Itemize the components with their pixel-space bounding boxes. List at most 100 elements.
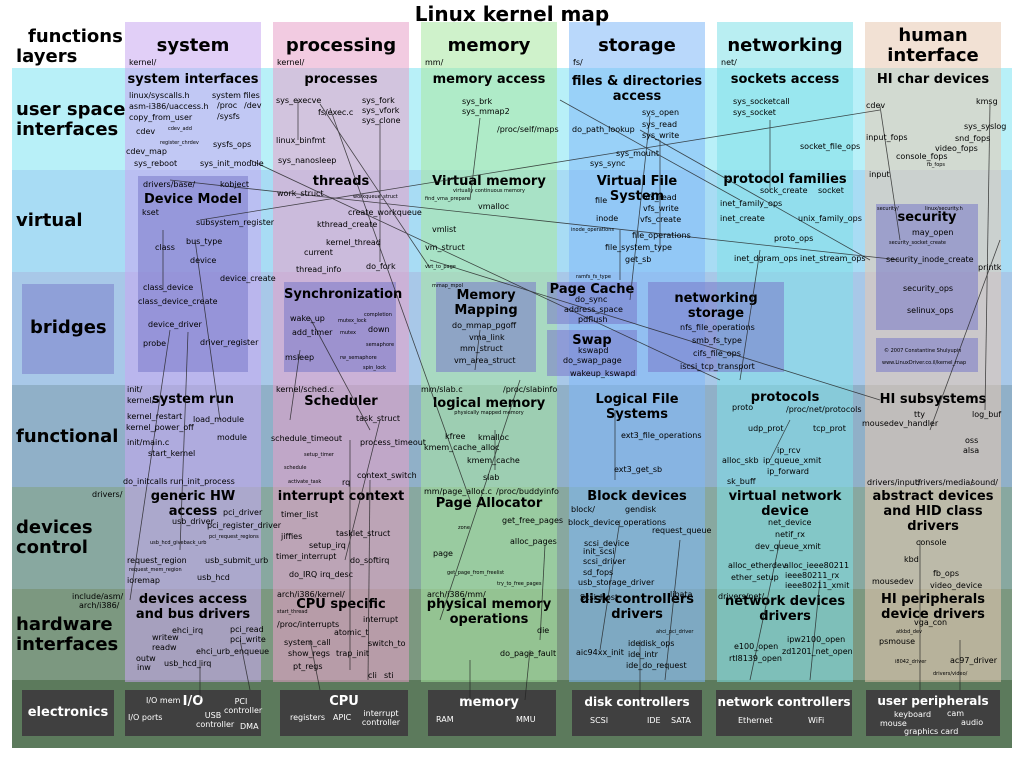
electronics-user-item: cam [947,709,965,718]
symbol-label: inet_dgram_ops [734,254,798,263]
symbol-label: get_page_from_freelist [447,570,505,576]
symbol-label: idedisk_ops [628,639,675,648]
column-label-human-interface: human interface [887,25,979,66]
symbol-label: down [368,325,390,334]
symbol-label: usb_hcd_irq [164,659,212,668]
symbol-label: mm/page_alloc.c [424,487,492,496]
symbol-label: ether_setup [731,573,779,582]
symbol-label: do_mmap_pgoff [452,321,517,330]
symbol-label: alloc_skb [722,456,759,465]
symbol-label: system files [212,91,260,100]
symbol-label: subsystem_register [196,218,275,227]
symbol-label: device_create [220,274,276,283]
cell-abstract-devices: abstract devices and HID class drivers [872,489,994,534]
symbol-label: mm/slab.c [421,385,463,394]
cell-logical-file-systems: Logical File Systems [595,392,679,422]
row-label-user-space: user space interfaces [16,99,126,140]
symbol-label: cifs_file_ops [693,349,741,358]
symbol-label: snd_fops [955,134,991,143]
symbol-label: context_switch [357,471,417,480]
symbol-label: ip_forward [767,467,809,476]
symbol-label: sys_open [642,108,680,117]
memory-mapping-box [436,282,536,372]
cell-protocol-families: protocol families [723,172,847,187]
symbol-label: activate_task [288,479,322,485]
symbol-label: switch_to [368,639,406,648]
symbol-label: pci_read [230,625,264,634]
symbol-label: vm_area_struct [454,356,516,365]
electronics-io-item: I/O ports [128,713,163,722]
cell-hi-char-devices: HI char devices [876,72,990,87]
symbol-label: process_timeout [360,438,426,447]
symbol-label: work_struct [277,189,324,198]
symbol-label: file_operations [632,231,691,240]
symbol-label: sock_create [760,186,808,195]
row-label-bridges-box [22,284,114,374]
symbol-label: ide_do_request [626,661,687,670]
symbol-label: ac97_driver [950,656,998,665]
symbol-label: virt_to_page [425,264,456,270]
symbol-label: irq_desc [320,570,354,579]
symbol-label: kbd [904,555,919,564]
symbol-label: do_IRQ [289,570,318,579]
symbol-label: /sysfs [217,112,240,121]
symbol-label: file [595,196,608,205]
symbol-label: inw [137,663,151,672]
electronics-user-item: audio [961,718,984,727]
symbol-label: ext3_get_sb [614,465,663,474]
symbol-label: inet_create [720,214,765,223]
symbol-label: class_device [143,283,194,292]
symbol-label: current [304,248,333,257]
symbol-label: create_workqueue [348,208,422,217]
symbol-label: smb_fs_type [692,336,742,345]
symbol-label: trap_init [336,649,370,658]
cell-system-interfaces: system interfaces [127,72,259,87]
symbol-label: printk [978,263,1002,272]
symbol-label: rtl8139_open [729,654,782,663]
symbol-label: sys_clone [362,116,401,125]
symbol-label: rw_semaphore [340,355,377,361]
symbol-label: pci_write [230,635,266,644]
column-dir-system: kernel/ [129,58,157,67]
symbol-label: kmem_cache [467,456,520,465]
symbol-label: may_open [912,228,954,237]
cell-virtual-memory-sub: virtually continuous memory [453,188,525,194]
symbol-label: ext3_file_operations [621,431,702,440]
symbol-label: security/ [877,206,899,212]
symbol-label: kfree [445,432,466,441]
symbol-label: jiffies [281,532,303,541]
electronics-io-item: DMA [240,722,259,731]
symbol-label: bus_type [186,237,223,246]
cell-device-model: Device Model [143,192,243,207]
symbol-label: socket_file_ops [800,142,861,151]
electronics-user-item: keyboard [894,710,932,719]
column-label-system: system [156,35,230,56]
symbol-label: module [217,433,247,442]
cell-virtual-network-device: virtual network device [728,489,842,519]
symbol-label: setup_irq [309,541,346,550]
symbol-label: add_timer [292,328,333,337]
synchronization-box [284,282,396,372]
symbol-label: copy_from_user [129,113,193,122]
symbol-label: file_system_type [605,243,672,252]
symbol-label: alloc_pages [510,537,557,546]
symbol-label: scsi_device [584,539,630,548]
symbol-label: block/ [571,505,595,514]
symbol-label: vfs_read [643,193,677,202]
row-label-bridges: bridges [30,317,107,338]
symbol-label: slab [483,473,500,482]
symbol-label: fb_fops [927,162,946,168]
cell-network-devices-drivers: network devices drivers [724,594,846,624]
symbol-label: do_initcalls [123,477,168,486]
symbol-label: workqueue_struct [353,194,398,200]
cell-cpu-specific: CPU specific [296,597,386,612]
symbol-label: sys_read [642,120,678,129]
electronics-cpu [280,690,408,736]
symbol-label: thread_info [296,265,342,274]
electronics-io-item: I/O mem [146,696,181,705]
symbol-label: driver_register [200,338,259,347]
symbol-label: kset [142,208,159,217]
symbol-label: nfs_file_operations [680,323,755,332]
symbol-label: kernel_restart [127,412,183,421]
